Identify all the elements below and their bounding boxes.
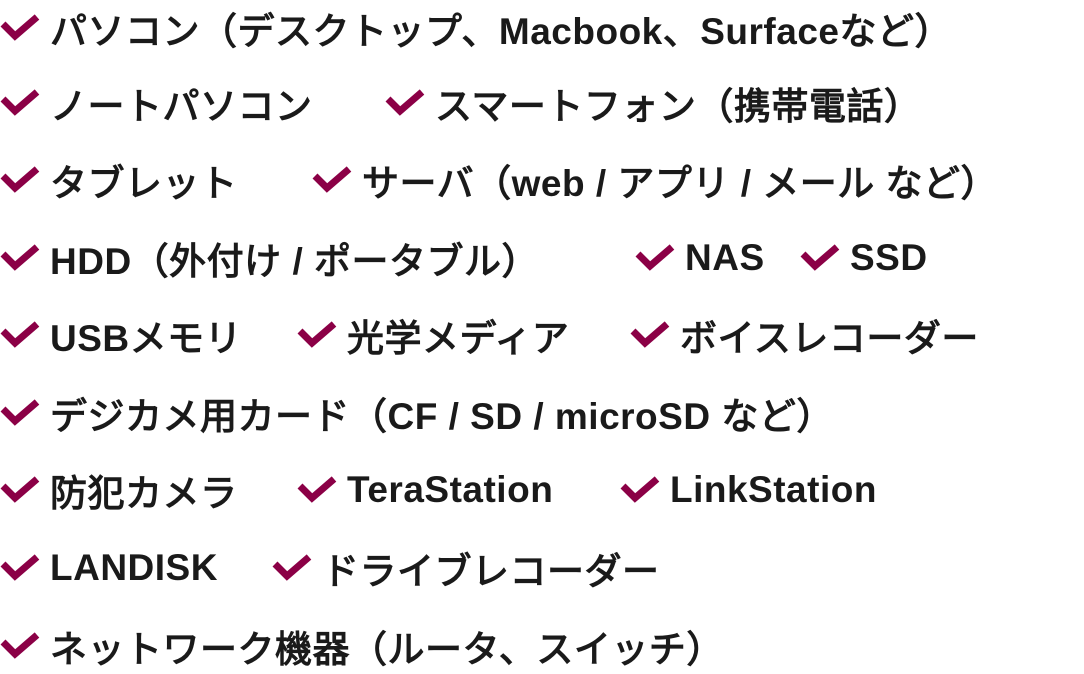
- list-item: ネットワーク機器（ルータ、スイッチ）: [0, 618, 724, 674]
- checkmark-icon: [312, 166, 352, 194]
- item-label: ノートパソコン: [50, 86, 313, 127]
- item-label: パソコン（デスクトップ、Macbook、Surfaceなど）: [50, 11, 952, 52]
- checkmark-icon: [620, 476, 660, 504]
- checkmark-icon: [0, 399, 40, 427]
- checkmark-icon: [635, 244, 675, 272]
- item-label: TeraStation: [347, 469, 554, 510]
- list-item: タブレット: [0, 152, 238, 208]
- checkmark-icon: [297, 476, 337, 504]
- item-label: SSD: [850, 237, 928, 278]
- list-item: SSD: [800, 230, 928, 286]
- list-item: デジカメ用カード（CF / SD / microSD など）: [0, 385, 834, 441]
- checkmark-icon: [0, 476, 40, 504]
- checkmark-icon: [0, 14, 40, 42]
- list-item: USBメモリ: [0, 307, 242, 363]
- list-item: LinkStation: [620, 462, 877, 518]
- checkmark-icon: [297, 321, 337, 349]
- item-label: デジカメ用カード（CF / SD / microSD など）: [50, 396, 834, 437]
- list-item: 光学メディア: [297, 307, 569, 363]
- item-label: タブレット: [50, 163, 238, 204]
- item-label: ドライブレコーダー: [322, 551, 660, 592]
- item-label: USBメモリ: [50, 318, 243, 359]
- item-label: NAS: [685, 237, 765, 278]
- list-item: パソコン（デスクトップ、Macbook、Surfaceなど）: [0, 0, 952, 56]
- item-label: ネットワーク機器（ルータ、スイッチ）: [50, 629, 724, 670]
- item-label: サーバ（web / アプリ / メール など）: [362, 163, 999, 204]
- item-label: HDD（外付け / ポータブル）: [50, 241, 539, 282]
- list-item: ノートパソコン: [0, 75, 313, 131]
- checkmark-icon: [630, 321, 670, 349]
- list-item: ボイスレコーダー: [630, 307, 979, 363]
- item-label: 防犯カメラ: [50, 473, 238, 514]
- list-item: NAS: [635, 230, 765, 286]
- list-item: スマートフォン（携帯電話）: [385, 75, 921, 131]
- item-label: 光学メディア: [347, 318, 570, 359]
- item-label: LinkStation: [670, 469, 877, 510]
- item-label: LANDISK: [50, 547, 218, 588]
- list-item: 防犯カメラ: [0, 462, 238, 518]
- checkmark-icon: [272, 554, 312, 582]
- list-item: サーバ（web / アプリ / メール など）: [312, 152, 998, 208]
- checkmark-icon: [0, 244, 40, 272]
- item-label: スマートフォン（携帯電話）: [435, 86, 922, 127]
- list-item: HDD（外付け / ポータブル）: [0, 230, 539, 286]
- checkmark-icon: [385, 89, 425, 117]
- item-label: ボイスレコーダー: [680, 318, 979, 359]
- checkmark-icon: [0, 89, 40, 117]
- checkmark-icon: [0, 166, 40, 194]
- checkmark-icon: [0, 554, 40, 582]
- checkmark-icon: [800, 244, 840, 272]
- checkmark-icon: [0, 321, 40, 349]
- list-item: TeraStation: [297, 462, 553, 518]
- list-item: LANDISK: [0, 540, 218, 596]
- checkmark-icon: [0, 632, 40, 660]
- list-item: ドライブレコーダー: [272, 540, 660, 596]
